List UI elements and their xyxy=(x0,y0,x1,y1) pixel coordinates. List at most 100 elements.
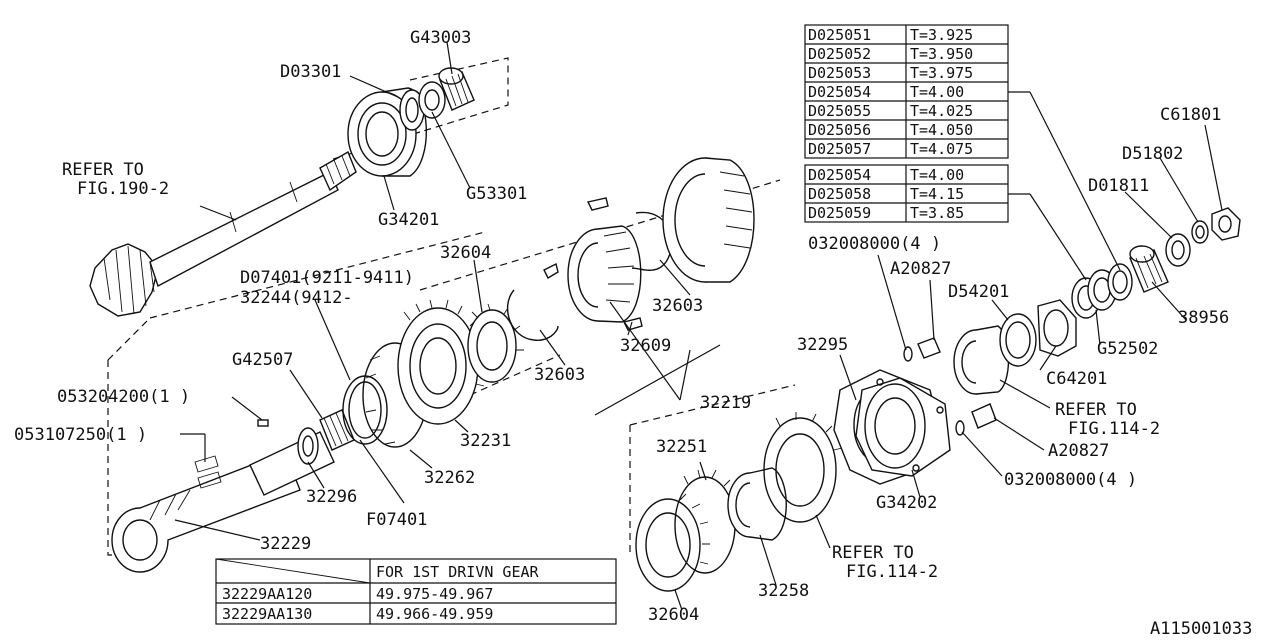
label-32262: 32262 xyxy=(424,468,475,488)
label-g53301: G53301 xyxy=(466,184,527,204)
shift-key-32609 xyxy=(543,197,643,331)
gear-32231 xyxy=(397,299,486,425)
label-d07401: D07401(9211-9411) xyxy=(240,268,414,288)
bolt-a20827-upper xyxy=(903,337,941,362)
figure-id: A115001033 xyxy=(1150,619,1252,639)
gear-table-row1-range: 49.975-49.967 xyxy=(376,585,493,603)
label-refer-fig114-a-1: REFER TO xyxy=(1055,400,1137,420)
label-32295: 32295 xyxy=(797,335,848,355)
sleeve-32604-upper xyxy=(467,303,524,383)
label-32258: 32258 xyxy=(758,581,809,601)
label-32231: 32231 xyxy=(460,431,511,451)
collar-g43003 xyxy=(438,67,475,111)
needle-bearing-32258 xyxy=(727,467,787,541)
label-d01811: D01811 xyxy=(1088,176,1149,196)
washer-d51802 xyxy=(1191,220,1209,244)
label-refer-fig114-a-2: FIG.114-2 xyxy=(1068,419,1160,439)
gear-table-row2-part: 32229AA130 xyxy=(222,605,312,623)
label-refer-fig114-b-1: REFER TO xyxy=(832,543,914,563)
drive-pinion-shaft xyxy=(89,150,357,317)
label-a20827-top: A20827 xyxy=(890,259,951,279)
label-a20827-bottom: A20827 xyxy=(1048,441,1109,461)
label-c61801: C61801 xyxy=(1160,105,1221,125)
shim-table-2-row-part: D025054 xyxy=(808,166,871,184)
label-38956: 38956 xyxy=(1178,308,1229,328)
shim-g52502 xyxy=(1071,263,1133,319)
label-32219: 32219 xyxy=(700,393,751,413)
part-labels: G43003 D03301 REFER TO FIG.190-2 G53301 … xyxy=(14,28,1252,639)
shim-table-1-row-part: D025057 xyxy=(808,140,871,158)
gear-refer-fig114 xyxy=(763,412,843,523)
label-32251: 32251 xyxy=(656,437,707,457)
label-32296: 32296 xyxy=(306,487,357,507)
label-g34202: G34202 xyxy=(876,493,937,513)
gear-tolerance-table: FOR 1ST DRIVN GEAR 32229AA120 49.975-49.… xyxy=(215,558,617,625)
leader-lines xyxy=(174,41,1223,611)
sync-hub-32219 xyxy=(567,225,642,323)
label-g34201: G34201 xyxy=(378,210,439,230)
label-refer-fig114-b-2: FIG.114-2 xyxy=(846,562,938,582)
label-f07401: F07401 xyxy=(366,510,427,530)
label-g43003: G43003 xyxy=(410,28,471,48)
label-refer-fig190-2: FIG.190-2 xyxy=(77,179,169,199)
shim-table-2-row-part: D025058 xyxy=(808,185,871,203)
label-032008000-top: 032008000(4 ) xyxy=(808,234,941,254)
pin-053204200 xyxy=(257,419,269,427)
shim-table-1-row-part: D025055 xyxy=(808,102,871,120)
spring-32603 xyxy=(506,211,673,341)
label-d54201: D54201 xyxy=(948,282,1009,302)
shim-table-1-row-part: D025052 xyxy=(808,45,871,63)
label-d51802: D51802 xyxy=(1122,144,1183,164)
gear-32604-lower xyxy=(635,493,710,592)
bolt-a20827-lower xyxy=(955,403,997,436)
label-32603-right: 32603 xyxy=(652,296,703,316)
label-053107250: 053107250(1 ) xyxy=(14,425,147,445)
seal-d54201 xyxy=(999,313,1037,367)
washer-d01811 xyxy=(1165,233,1191,267)
label-g52502: G52502 xyxy=(1097,339,1158,359)
gear-table-header: FOR 1ST DRIVN GEAR xyxy=(376,563,540,581)
shim-table-1-row-part: D025054 xyxy=(808,83,871,101)
nut-c61801 xyxy=(1211,207,1241,241)
sleeve-large xyxy=(662,157,755,283)
bearing-g34202 xyxy=(855,377,951,477)
label-32604-top: 32604 xyxy=(440,243,491,263)
shim-table-1-row-thickness: T=3.925 xyxy=(910,26,973,44)
label-32603-left: 32603 xyxy=(534,365,585,385)
label-32229: 32229 xyxy=(260,534,311,554)
shim-table-1-row-part: D025051 xyxy=(808,26,871,44)
gear-table-row1-part: 32229AA120 xyxy=(222,585,312,603)
label-refer-fig190-1: REFER TO xyxy=(62,160,144,180)
shim-table-1-row-thickness: T=4.00 xyxy=(910,83,964,101)
label-32609: 32609 xyxy=(620,336,671,356)
shim-table-2-row-part: D025059 xyxy=(808,204,871,222)
shim-table-2-row-thickness: T=3.85 xyxy=(910,204,964,222)
label-c64201: C64201 xyxy=(1046,369,1107,389)
label-032008000-bottom: 032008000(4 ) xyxy=(1004,470,1137,490)
gear-refer-fig114-a xyxy=(953,325,1010,395)
shim-table-1-row-thickness: T=3.950 xyxy=(910,45,973,63)
gear-table-row2-range: 49.966-49.959 xyxy=(376,605,493,623)
shim-table-2-row-thickness: T=4.15 xyxy=(910,185,964,203)
shim-table-1-row-thickness: T=4.050 xyxy=(910,121,973,139)
nut-c64201 xyxy=(1037,299,1077,357)
shim-table-1-row-thickness: T=3.975 xyxy=(910,64,973,82)
label-g42507: G42507 xyxy=(232,350,293,370)
snap-ring-d07401 xyxy=(342,375,388,445)
washer-d03301 xyxy=(399,89,425,131)
nut-g53301 xyxy=(418,81,446,119)
shim-table-2-row-thickness: T=4.00 xyxy=(910,166,964,184)
label-32244: 32244(9412- xyxy=(240,288,353,308)
shim-table-1-row-part: D025053 xyxy=(808,64,871,82)
gear-38956 xyxy=(1129,245,1169,293)
washer-32296 xyxy=(297,427,319,465)
label-d03301: D03301 xyxy=(280,62,341,82)
label-32604-bottom: 32604 xyxy=(648,605,699,625)
label-053204200: 053204200(1 ) xyxy=(57,387,190,407)
shim-table-1-row-part: D025056 xyxy=(808,121,871,139)
shim-table-1-row-thickness: T=4.025 xyxy=(910,102,973,120)
bearing-g34201 xyxy=(347,87,428,177)
